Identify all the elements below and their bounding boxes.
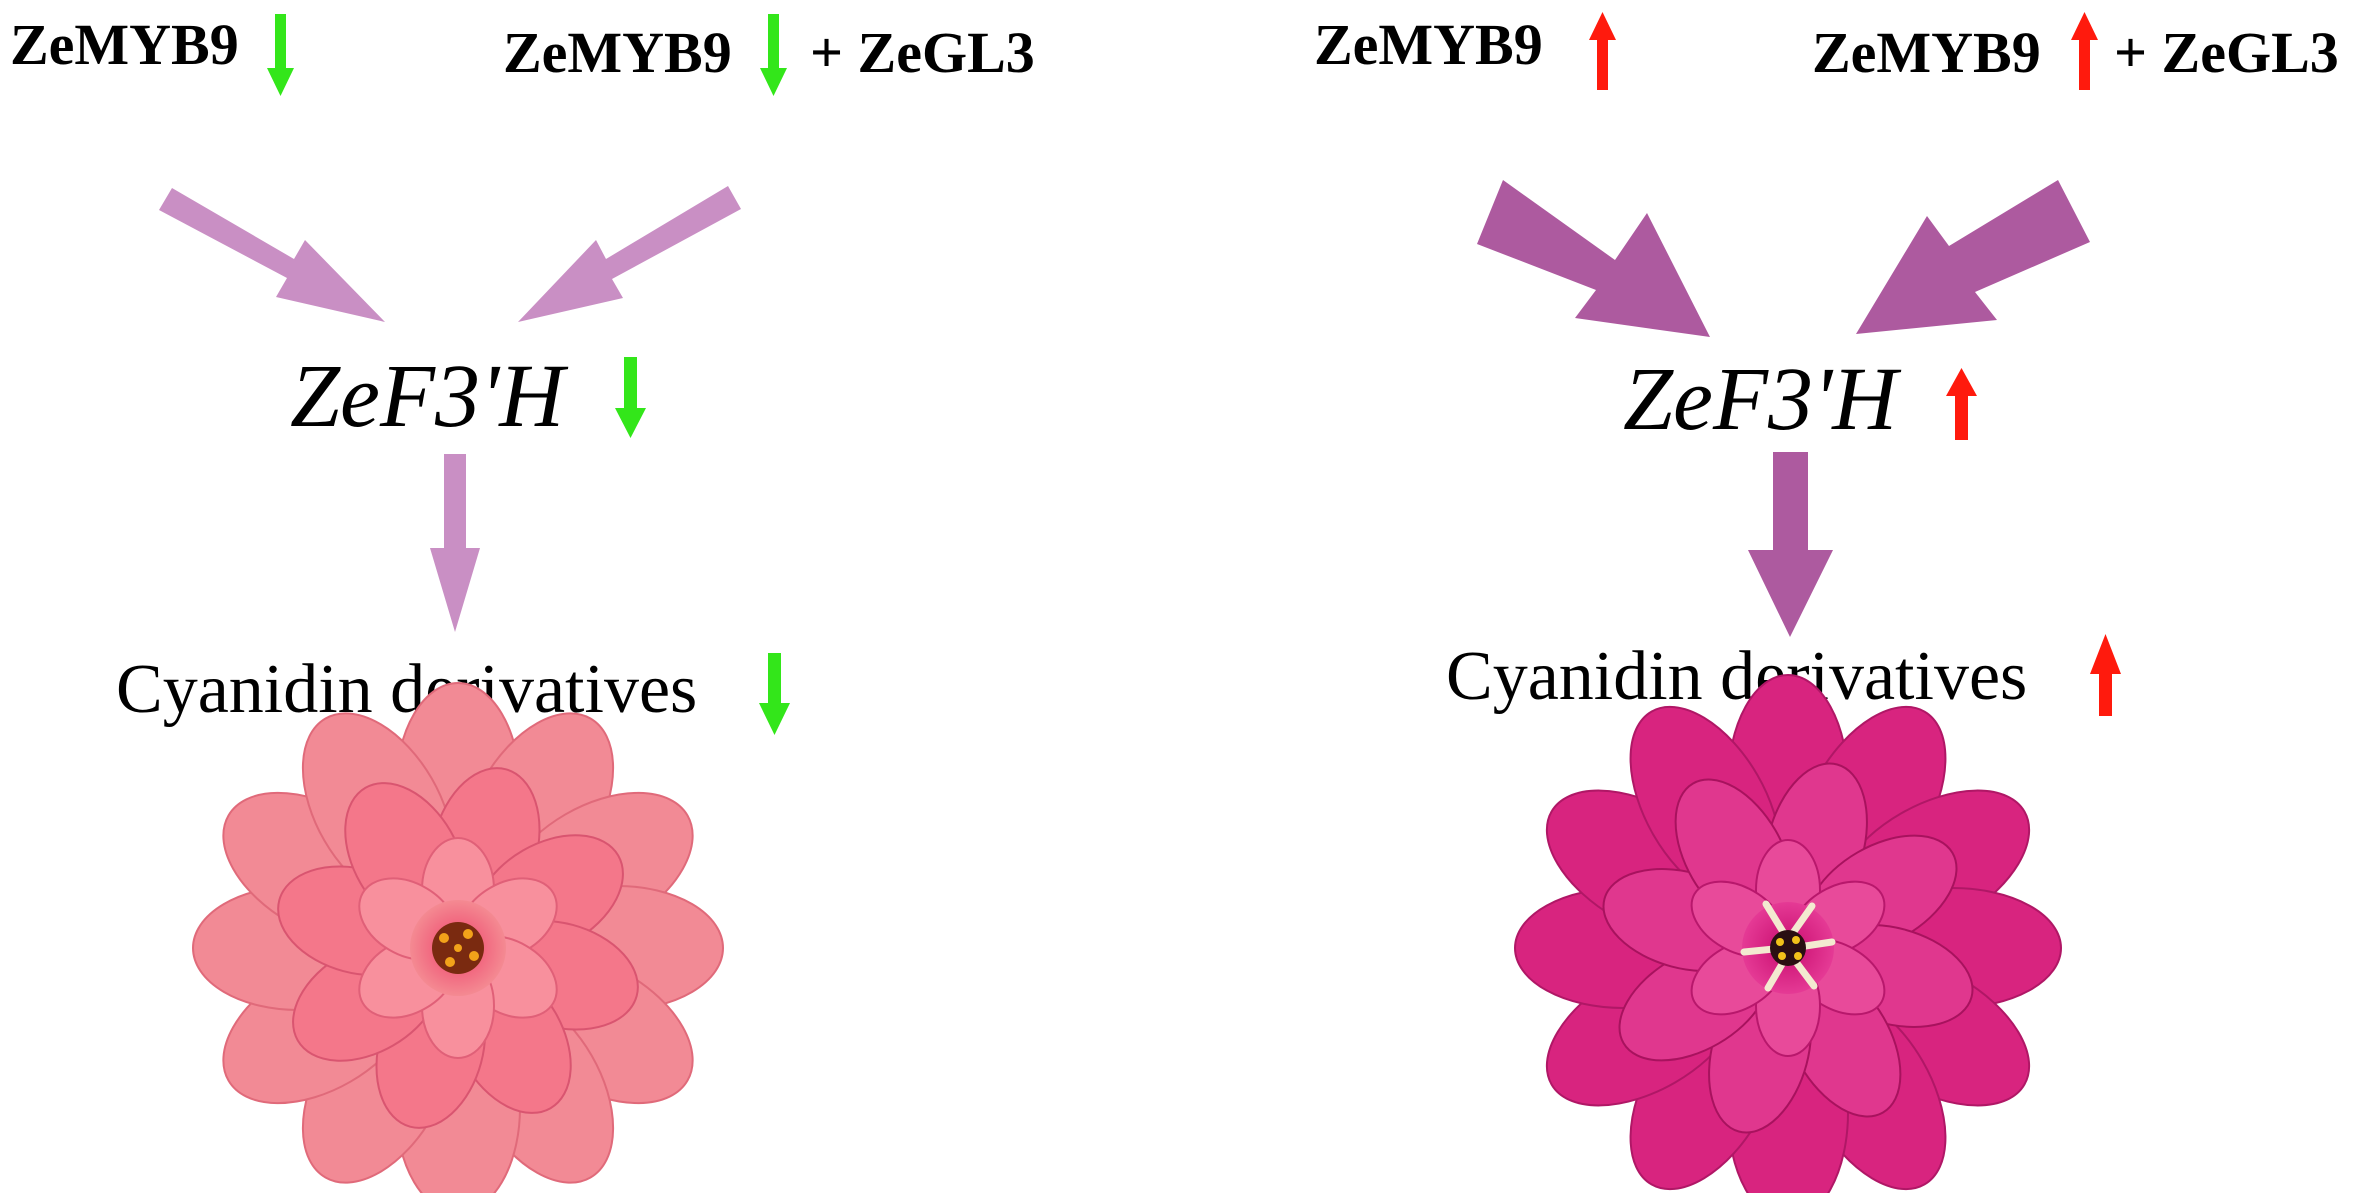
flow-arrow-zef3h-to-cyanidin-left	[430, 454, 480, 632]
flow-arrow-complex-to-zef3h-left	[518, 186, 741, 322]
coral-pink-flower-image	[192, 682, 724, 1193]
green-down-arrow-icon	[759, 653, 790, 735]
cyanidin-derivatives-label-right: Cyanidin derivatives	[1446, 638, 2028, 715]
green-down-arrow-icon	[267, 14, 294, 96]
zef3h-gene-label-right: ZeF3'H	[1623, 350, 1898, 449]
red-up-arrow-icon	[2090, 634, 2121, 716]
zegl3-label-right: + ZeGL3	[2114, 20, 2339, 85]
red-up-arrow-icon	[1946, 368, 1977, 440]
zegl3-label-left: + ZeGL3	[810, 20, 1035, 85]
magenta-flower-image	[1514, 674, 2062, 1193]
cyanidin-derivatives-label-left: Cyanidin derivatives	[116, 651, 698, 728]
zemyb9-zegl3-label-left: ZeMYB9	[503, 20, 732, 85]
green-down-arrow-icon	[760, 14, 787, 96]
zemyb9-zegl3-label-right: ZeMYB9	[1812, 20, 2041, 85]
flow-arrow-zemyb9-to-zef3h-right	[1477, 180, 1710, 337]
flow-arrow-zemyb9-to-zef3h-left	[159, 188, 385, 322]
zemyb9-label-right: ZeMYB9	[1314, 12, 1543, 77]
zemyb9-label-left: ZeMYB9	[10, 12, 239, 77]
flow-arrow-complex-to-zef3h-right	[1856, 180, 2090, 334]
zef3h-gene-label-left: ZeF3'H	[290, 347, 565, 446]
red-up-arrow-icon	[1589, 12, 1616, 90]
green-down-arrow-icon	[615, 357, 646, 438]
red-up-arrow-icon	[2071, 12, 2098, 90]
flow-arrow-zef3h-to-cyanidin-right	[1748, 452, 1833, 637]
